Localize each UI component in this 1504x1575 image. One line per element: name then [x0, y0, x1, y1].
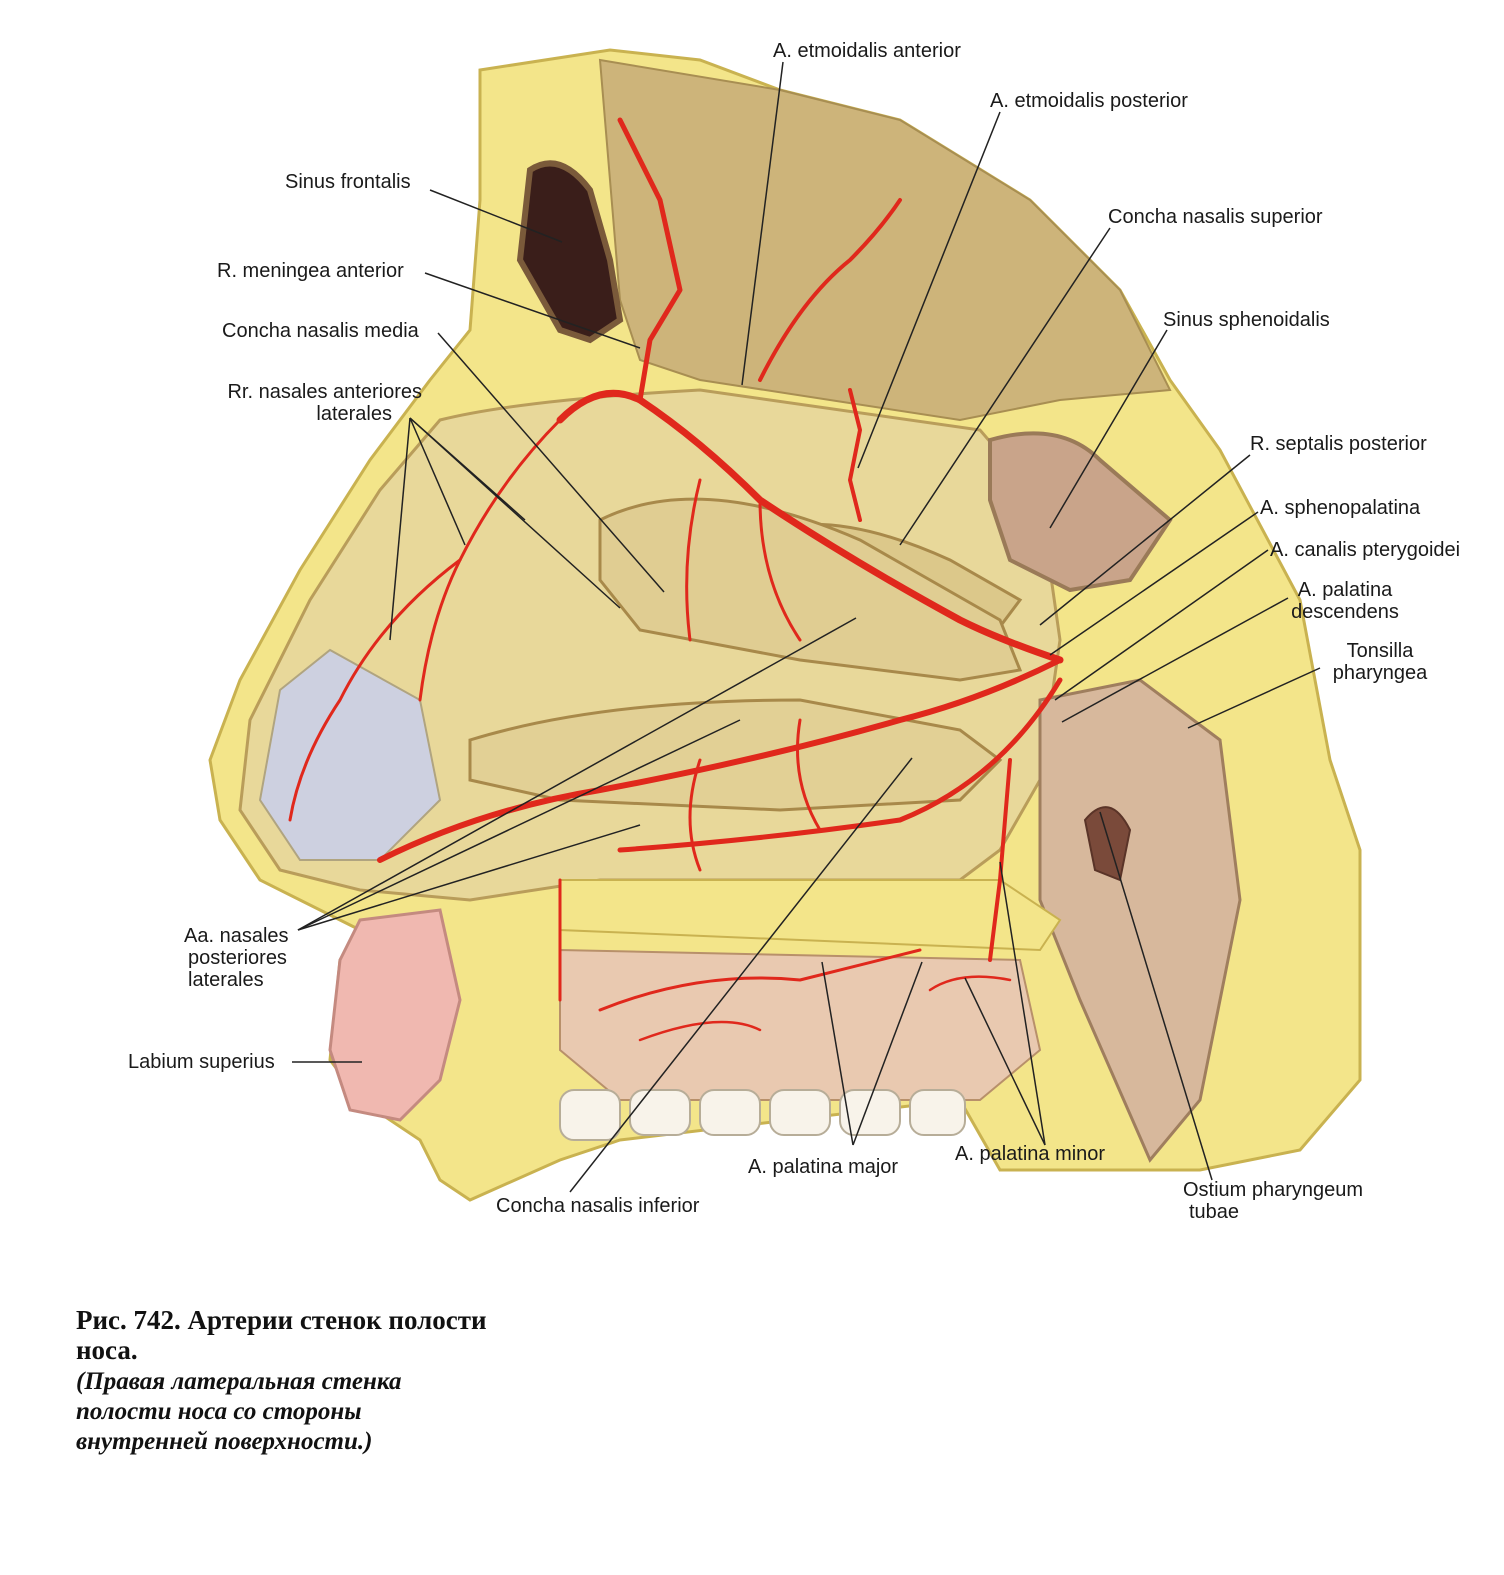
label-aa-nasales-posteriores: Aa. nasales posteriores laterales [184, 925, 289, 991]
label-rr-nasales-line2: laterales [316, 403, 392, 425]
label-aa-nasales-line2: posteriores [188, 947, 287, 969]
label-palatina-desc-line1: A. palatina [1297, 579, 1393, 601]
label-etmoidalis-posterior: A. etmoidalis posterior [990, 90, 1188, 112]
arteries [288, 117, 1064, 1042]
label-etmoidalis-anterior: A. etmoidalis anterior [773, 40, 961, 62]
caption-title-line2: носа. [76, 1335, 138, 1365]
label-ostium-line2: tubae [1189, 1201, 1240, 1223]
label-rr-nasales-anteriores: Rr. nasales anteriores laterales [200, 381, 422, 425]
caption-sub-line1: (Правая латеральная стенка [76, 1368, 402, 1395]
cranial-base [598, 58, 1172, 422]
sphenoid-sinus [988, 431, 1173, 593]
label-concha-media: Concha nasalis media [222, 320, 419, 342]
caption-sub-line2: полости носа со стороны [76, 1398, 362, 1425]
label-ostium-pharyngeum: Ostium pharyngeum tubae [1183, 1179, 1363, 1223]
label-aa-nasales-line1: Aa. nasales [184, 925, 289, 947]
label-sinus-sphenoidalis: Sinus sphenoidalis [1163, 309, 1330, 331]
label-meningea-anterior: R. meningea anterior [217, 260, 404, 282]
label-rr-nasales-line1: Rr. nasales anteriores [227, 381, 422, 403]
nasal-cavity-illustration [208, 48, 1362, 1202]
label-sphenopalatina: A. sphenopalatina [1260, 497, 1421, 519]
label-labium-superius: Labium superius [128, 1051, 275, 1073]
upper-lip [328, 908, 462, 1122]
label-canalis-pterygoidei: A. canalis pterygoidei [1270, 539, 1461, 561]
label-palatina-desc-line2: descendens [1291, 601, 1399, 623]
oral-roof [559, 948, 1042, 1101]
tubal-ostium [1083, 806, 1132, 882]
label-ostium-line1: Ostium pharyngeum [1183, 1179, 1364, 1201]
nasal-vestibule [258, 648, 442, 861]
label-palatina-major: A. palatina major [748, 1156, 899, 1178]
label-tonsilla-line2: pharyngea [1332, 662, 1428, 684]
label-aa-nasales-line3: laterales [188, 969, 264, 991]
label-sinus-frontalis: Sinus frontalis [285, 171, 411, 193]
caption-sub-line3: внутренней поверхности.) [76, 1428, 373, 1455]
leader-lines [292, 61, 1321, 1193]
label-palatina-minor: A. palatina minor [955, 1143, 1106, 1165]
label-concha-superior: Concha nasalis superior [1108, 206, 1323, 228]
nasopharynx [1038, 678, 1242, 1163]
label-tonsilla-pharyngea: Tonsilla pharyngea [1300, 640, 1460, 684]
figure-caption: Рис. 742. Артерии стенок полости носа. (… [76, 1305, 546, 1457]
label-palatina-descendens: A. palatina descendens [1260, 579, 1430, 623]
label-concha-inferior: Concha nasalis inferior [496, 1195, 700, 1217]
label-tonsilla-line1: Tonsilla [1346, 640, 1414, 662]
caption-title-line1: Рис. 742. Артерии стенок полости [76, 1305, 487, 1335]
frontal-sinus [516, 160, 624, 344]
label-septalis-posterior: R. septalis posterior [1250, 433, 1427, 455]
teeth [559, 1089, 966, 1141]
